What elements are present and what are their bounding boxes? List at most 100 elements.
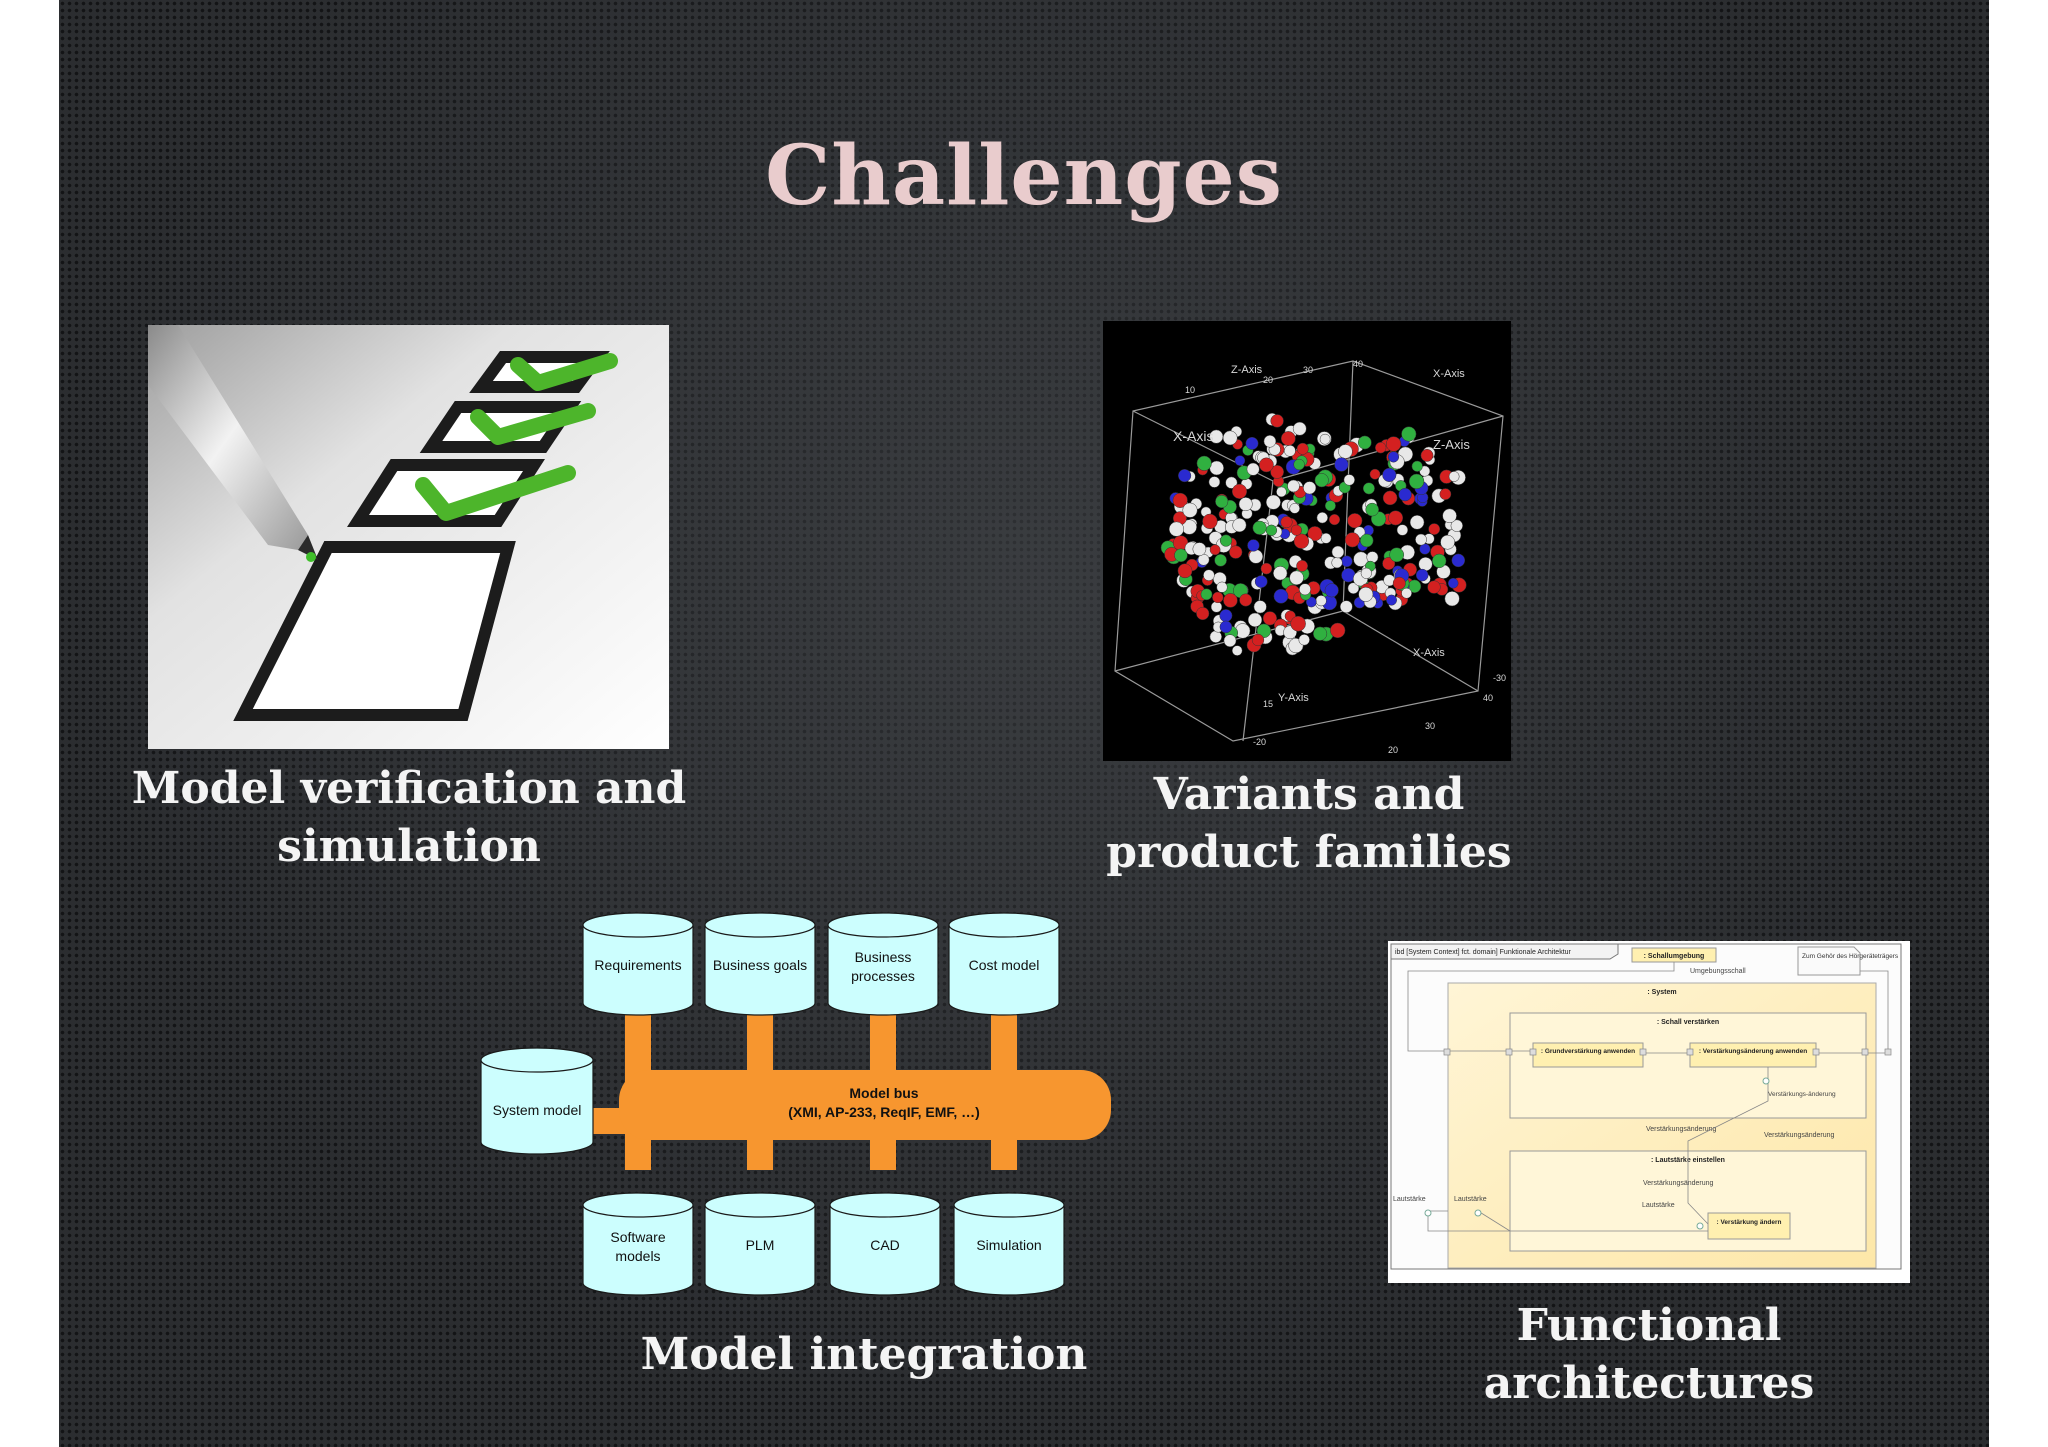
tick-label: 30 bbox=[1303, 365, 1313, 375]
flow-label: Verstärkungsänderung bbox=[1646, 1126, 1717, 1133]
volume-label: Lautstärke bbox=[1642, 1202, 1675, 1209]
atom bbox=[1209, 460, 1224, 476]
system-block: : System bbox=[1647, 989, 1676, 996]
atom bbox=[1203, 569, 1215, 581]
atom bbox=[1401, 587, 1412, 599]
axis-label: X-Axis bbox=[1173, 428, 1213, 444]
atom bbox=[1246, 462, 1260, 476]
atom bbox=[1338, 444, 1353, 459]
atom bbox=[1212, 591, 1224, 604]
top-node: Requirements bbox=[582, 912, 694, 1016]
env-port: Umgebungsschall bbox=[1690, 968, 1746, 975]
atom bbox=[1415, 568, 1429, 582]
atom bbox=[1273, 566, 1288, 581]
atom bbox=[1296, 442, 1309, 455]
atom bbox=[1382, 557, 1396, 570]
atom bbox=[1196, 455, 1212, 471]
atom bbox=[1290, 524, 1302, 536]
ear-note: Zum Gehör des Hörgeräteträgers bbox=[1802, 953, 1899, 960]
atom bbox=[1418, 557, 1433, 572]
basic-gain: : Grundverstärkung anwenden bbox=[1541, 1048, 1635, 1055]
atom bbox=[1427, 580, 1441, 594]
atom bbox=[1316, 512, 1328, 524]
atom bbox=[1432, 553, 1447, 569]
atom bbox=[1192, 542, 1207, 556]
atom bbox=[1369, 468, 1381, 480]
tick-label: 15 bbox=[1263, 699, 1273, 709]
integration-caption: Model integration bbox=[640, 1329, 1088, 1380]
atom bbox=[1298, 634, 1310, 646]
variants-caption-line2: product families bbox=[1106, 827, 1512, 878]
node-label: System model bbox=[493, 1102, 582, 1118]
atom bbox=[1265, 494, 1281, 510]
bus-label: Model bus bbox=[849, 1085, 918, 1101]
atom bbox=[1313, 626, 1328, 641]
atom bbox=[1256, 623, 1272, 638]
atom bbox=[1210, 601, 1223, 613]
atom bbox=[1343, 474, 1355, 486]
atom bbox=[1365, 502, 1379, 517]
atom bbox=[1270, 465, 1284, 479]
atom bbox=[1225, 476, 1238, 489]
atom bbox=[1284, 444, 1296, 457]
verification-caption: Model verification and simulation bbox=[119, 760, 699, 876]
atom bbox=[1280, 516, 1293, 529]
atom bbox=[1385, 436, 1402, 452]
atom bbox=[1401, 426, 1417, 442]
atom bbox=[1290, 615, 1306, 632]
atom bbox=[1339, 600, 1353, 614]
atom bbox=[1409, 515, 1425, 530]
atom bbox=[1200, 588, 1213, 601]
atom bbox=[1444, 591, 1460, 607]
atom bbox=[1408, 473, 1425, 490]
axis-label: X-Axis bbox=[1433, 368, 1465, 380]
tick-label: 20 bbox=[1388, 745, 1398, 755]
atom bbox=[1331, 557, 1343, 569]
slide-title: Challenges bbox=[765, 128, 1283, 224]
atom bbox=[1362, 482, 1375, 495]
tick-label: -30 bbox=[1493, 673, 1506, 683]
atom bbox=[1172, 492, 1188, 508]
atom bbox=[1262, 611, 1277, 626]
atom bbox=[1247, 612, 1263, 628]
tick-label: -20 bbox=[1253, 737, 1266, 747]
bottom-node: Simulation bbox=[953, 1192, 1065, 1296]
verification-caption-line2: simulation bbox=[277, 821, 541, 872]
bottom-node: CAD bbox=[829, 1192, 941, 1296]
atom bbox=[1232, 518, 1247, 533]
atom bbox=[1386, 594, 1397, 606]
tick-label: 20 bbox=[1263, 375, 1273, 385]
atom bbox=[1223, 634, 1237, 648]
axis-label: Z-Axis bbox=[1231, 364, 1263, 376]
node-label: Business goals bbox=[713, 957, 807, 973]
atom bbox=[1360, 567, 1372, 579]
axis-label: Y-Axis bbox=[1278, 692, 1309, 704]
atom bbox=[1223, 593, 1238, 608]
atom bbox=[1214, 554, 1227, 567]
atom bbox=[1216, 581, 1228, 593]
atom bbox=[1182, 502, 1198, 518]
atom bbox=[1450, 519, 1463, 532]
node-label: Software bbox=[610, 1229, 665, 1245]
variants-caption-line1: Variants and bbox=[1153, 769, 1465, 820]
atom bbox=[1347, 582, 1360, 594]
atom bbox=[1219, 534, 1233, 547]
atom bbox=[1415, 533, 1427, 546]
atom bbox=[1245, 436, 1259, 450]
atom bbox=[1396, 524, 1409, 536]
atom bbox=[1388, 510, 1404, 526]
atom bbox=[1174, 548, 1188, 563]
atom bbox=[1382, 467, 1397, 482]
atom bbox=[1251, 633, 1265, 647]
atom bbox=[1448, 471, 1460, 482]
gain-change-apply: : Verstärkungsänderung anwenden bbox=[1699, 1048, 1807, 1055]
top-node: Business goals bbox=[704, 912, 816, 1016]
atom bbox=[1208, 476, 1221, 488]
atom bbox=[1387, 451, 1400, 463]
atom bbox=[1347, 513, 1363, 529]
bus: Model bus (XMI, AP-233, ReqIF, EMF, …) bbox=[571, 1010, 1111, 1170]
atom bbox=[1178, 469, 1192, 483]
volume-label: Lautstärke bbox=[1454, 1196, 1487, 1203]
